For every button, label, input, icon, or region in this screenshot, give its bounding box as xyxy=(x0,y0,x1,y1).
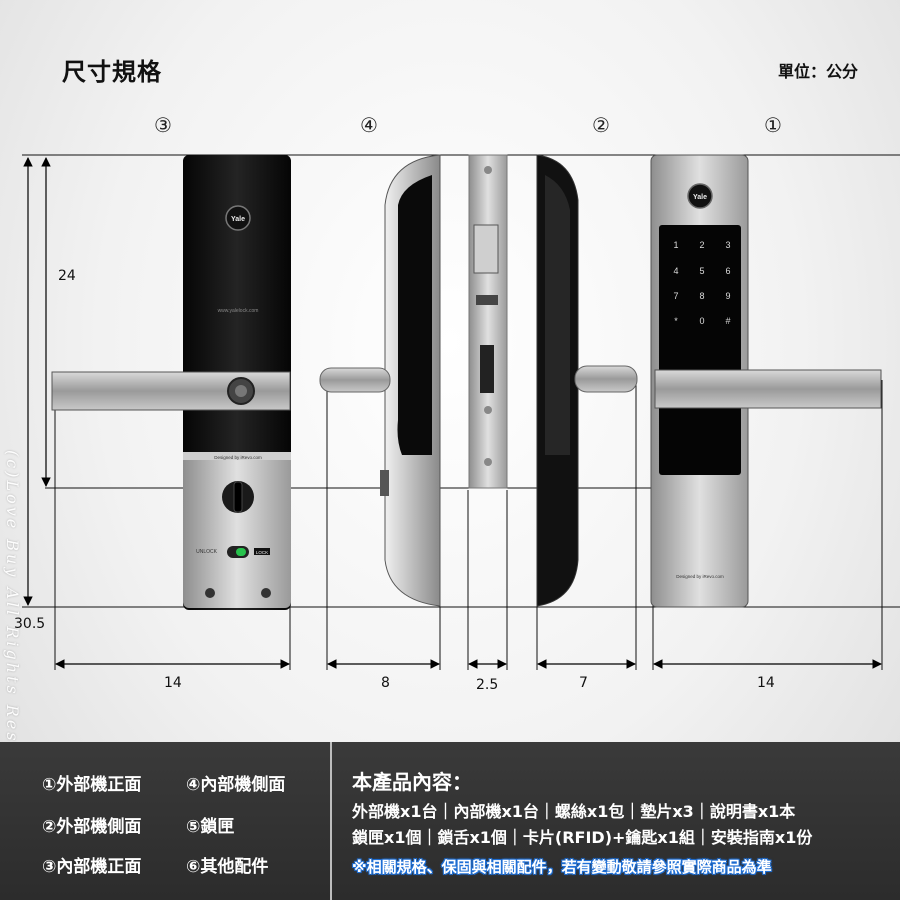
svg-text:#: # xyxy=(725,316,730,326)
dim-height-upper: 24 xyxy=(58,268,76,284)
contents-line-2: 鎖匣x1個｜鎖舌x1個｜卡片(RFID)+鑰匙x1組｜安裝指南x1份 xyxy=(352,828,813,847)
dim-width-3: 14 xyxy=(164,675,182,691)
svg-text:5: 5 xyxy=(699,266,704,276)
info-panel xyxy=(0,742,900,900)
svg-text:0: 0 xyxy=(699,316,704,326)
exterior-brand-logo: Yale xyxy=(693,194,707,201)
svg-text:3: 3 xyxy=(725,240,730,250)
svg-text:*: * xyxy=(674,316,678,326)
legend-item-2: ②外部機側面 xyxy=(42,817,142,837)
dim-width-1: 14 xyxy=(757,675,775,691)
view-label-3: ③ xyxy=(154,113,172,137)
view-label-2: ② xyxy=(592,113,610,137)
svg-text:4: 4 xyxy=(673,266,678,276)
guide-lines xyxy=(22,154,900,670)
unit-label: 單位：公分 xyxy=(777,62,858,81)
dim-width-2: 7 xyxy=(579,675,588,691)
contents-title: 本產品內容： xyxy=(352,770,472,794)
dim-width-4: 8 xyxy=(381,675,390,691)
legend-item-1: ①外部機正面 xyxy=(42,775,142,795)
view-label-1: ① xyxy=(764,113,782,137)
exterior-front-unit: Yale 1 2 3 4 5 6 7 8 9 * 0 # Designed by… xyxy=(650,154,882,608)
interior-front-unit: Yale www.yalelock.com Designed by iRevo.… xyxy=(51,155,291,610)
lock-slider xyxy=(236,548,246,556)
svg-text:2: 2 xyxy=(699,240,704,250)
keypad: 1 2 3 4 5 6 7 8 9 * 0 # xyxy=(673,240,730,326)
legend-item-4: ④內部機側面 xyxy=(186,775,286,795)
lock-label: LOCK xyxy=(256,550,268,555)
interior-website: www.yalelock.com xyxy=(218,308,259,314)
svg-text:1: 1 xyxy=(673,240,678,250)
legend-item-3: ③內部機正面 xyxy=(42,857,142,877)
page-title: 尺寸規格 xyxy=(62,58,162,86)
dim-width-5: 2.5 xyxy=(476,677,499,693)
svg-text:8: 8 xyxy=(699,291,704,301)
svg-text:9: 9 xyxy=(725,291,730,301)
disclaimer-note: ※相關規格、保固與相關配件，若有變動敬請參照實際商品為準 xyxy=(352,858,772,876)
svg-text:6: 6 xyxy=(725,266,730,276)
panel-divider xyxy=(330,742,332,900)
view-label-4: ④ xyxy=(360,113,378,137)
interior-brand-logo: Yale xyxy=(231,216,245,223)
interior-designed-by: Designed by iRevo.com xyxy=(214,455,262,460)
exterior-side-unit xyxy=(536,154,638,607)
contents-line-1: 外部機x1台｜內部機x1台｜螺絲x1包｜墊片x3｜說明書x1本 xyxy=(352,802,796,821)
dim-height-total: 30.5 xyxy=(14,616,46,632)
legend-item-6: ⑥其他配件 xyxy=(186,857,269,877)
lock-dimension-drawing: Yale www.yalelock.com Designed by iRevo.… xyxy=(22,154,900,670)
unlock-label: UNLOCK xyxy=(196,549,218,555)
interior-side-unit xyxy=(319,154,441,607)
strike-plate xyxy=(468,154,508,489)
legend-item-5: ⑤鎖匣 xyxy=(186,817,235,837)
svg-text:7: 7 xyxy=(673,291,678,301)
exterior-designed-by: Designed by iRevo.com xyxy=(676,574,724,579)
